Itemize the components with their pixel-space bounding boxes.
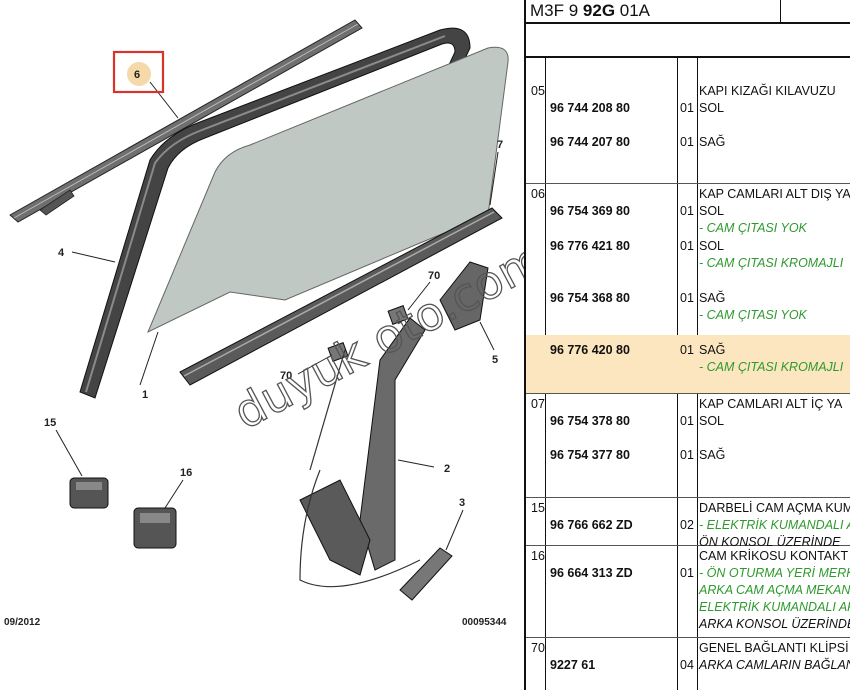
callout-70-upper: 70 [428, 270, 440, 282]
group-number: 05 [531, 84, 545, 98]
outer-sill-strip [179, 207, 503, 386]
table-row: 15 DARBELİ CAM AÇMA KUM 96 766 662 ZD 02 - E… [526, 497, 850, 549]
quantity: 01 [680, 343, 694, 357]
part-number[interactable]: 96 754 369 80 [550, 204, 630, 218]
part-number[interactable]: 96 766 662 ZD [550, 518, 633, 532]
part-description: SAĞ [699, 135, 726, 149]
parts-table: M3F 9 92G 01A 05 KAPI KIZAĞI KILAVUZU 96 7… [524, 0, 850, 690]
group-number: 06 [531, 187, 545, 201]
part-description: GENEL BAĞLANTI KLİPSİ [699, 641, 849, 655]
part-description: SAĞ [699, 291, 726, 305]
group-number: 15 [531, 501, 545, 515]
table-row: 05 KAPI KIZAĞI KILAVUZU 96 744 208 80 01 SOL… [526, 80, 850, 184]
group-number: 16 [531, 549, 545, 563]
diagram-reference: M3F 9 92G 01A [530, 1, 651, 20]
outer-seal-strip [9, 19, 363, 223]
parts-diagram: 6 4 1 7 70 70 5 2 3 15 16 09/2012 000953… [4, 19, 524, 628]
part-description: DARBELİ CAM AÇMA KUM [699, 501, 850, 515]
table-header: M3F 9 92G 01A [526, 0, 850, 24]
part-description: SOL [699, 239, 725, 253]
window-regulator [299, 317, 426, 588]
part-description: ÖN KONSOL ÜZERİNDE [699, 535, 841, 549]
diagram-date: 09/2012 [4, 617, 41, 628]
part-description: ARKA CAM AÇMA MEKAN [699, 583, 850, 597]
part-number[interactable]: 96 776 420 80 [550, 343, 630, 357]
callout-7: 7 [497, 139, 503, 151]
regulator-handle [399, 547, 453, 601]
quantity: 01 [680, 414, 694, 428]
quantity: 01 [680, 566, 694, 580]
part-description: SOL [699, 414, 725, 428]
part-description: ARKA KONSOL ÜZERİNDE [699, 617, 850, 631]
quantity: 01 [680, 291, 694, 305]
part-number[interactable]: 9227 61 [550, 658, 596, 672]
part-description: - CAM ÇITASI KROMAJLI [699, 256, 844, 270]
part-description: CAM KRİKOSU KONTAKT [699, 549, 849, 563]
quantity: 01 [680, 135, 694, 149]
callout-2: 2 [444, 463, 450, 475]
window-switch-16 [133, 507, 177, 549]
group-number: 07 [531, 397, 545, 411]
part-number[interactable]: 96 754 378 80 [550, 414, 630, 428]
part-description: KAP CAMLARI ALT DIŞ YA [699, 187, 850, 201]
quantity: 04 [680, 658, 694, 672]
callout-5: 5 [492, 354, 498, 366]
highlighted-row [526, 335, 850, 393]
window-glass [147, 46, 509, 334]
part-description: - ÖN OTURMA YERİ MERK [699, 566, 850, 580]
quantity: 01 [680, 239, 694, 253]
part-number[interactable]: 96 754 377 80 [550, 448, 630, 462]
callout-4: 4 [58, 247, 65, 259]
part-description: ELEKTRİK KUMANDALI AR [699, 600, 850, 614]
part-description: KAPI KIZAĞI KILAVUZU [699, 84, 836, 98]
callout-6-marker [127, 62, 151, 86]
group-number: 70 [531, 641, 545, 655]
quantity: 01 [680, 204, 694, 218]
quantity: 01 [680, 448, 694, 462]
part-description: SAĞ [699, 448, 726, 462]
callout-16: 16 [180, 467, 192, 479]
part-number[interactable]: 96 744 208 80 [550, 101, 630, 115]
part-description: - ELEKTRİK KUMANDALI A [699, 518, 850, 532]
callout-6: 6 [134, 69, 140, 81]
door-lock-switch [439, 261, 489, 331]
table-subheader [526, 24, 850, 58]
callout-70-lower: 70 [280, 370, 292, 382]
part-number[interactable]: 96 744 207 80 [550, 135, 630, 149]
part-number[interactable]: 96 776 421 80 [550, 239, 630, 253]
table-row: 07 KAP CAMLARI ALT İÇ YA 96 754 378 80 01 SO… [526, 393, 850, 498]
part-description: - CAM ÇITASI YOK [699, 221, 807, 235]
callout-1: 1 [142, 389, 148, 401]
part-number[interactable]: 96 754 368 80 [550, 291, 630, 305]
part-description: ARKA CAMLARIN BAĞLAN [699, 658, 850, 672]
quantity: 02 [680, 518, 694, 532]
table-row: 70 GENEL BAĞLANTI KLİPSİ 9227 61 04 ARKA CAM… [526, 637, 850, 690]
callout-15: 15 [44, 417, 56, 429]
part-description: - CAM ÇITASI YOK [699, 308, 807, 322]
part-description: SOL [699, 101, 725, 115]
part-description: - CAM ÇITASI KROMAJLI [699, 360, 844, 374]
callout-highlight-box [112, 50, 165, 94]
callout-3: 3 [459, 497, 465, 509]
part-number[interactable]: 96 664 313 ZD [550, 566, 633, 580]
part-description: KAP CAMLARI ALT İÇ YA [699, 397, 843, 411]
part-description: SOL [699, 204, 725, 218]
table-row: 16 CAM KRİKOSU KONTAKT 96 664 313 ZD 01 - ÖN… [526, 545, 850, 638]
window-switch-15 [69, 477, 109, 509]
quantity: 01 [680, 101, 694, 115]
diagram-code: 00095344 [462, 617, 507, 628]
part-description: SAĞ [699, 343, 726, 357]
